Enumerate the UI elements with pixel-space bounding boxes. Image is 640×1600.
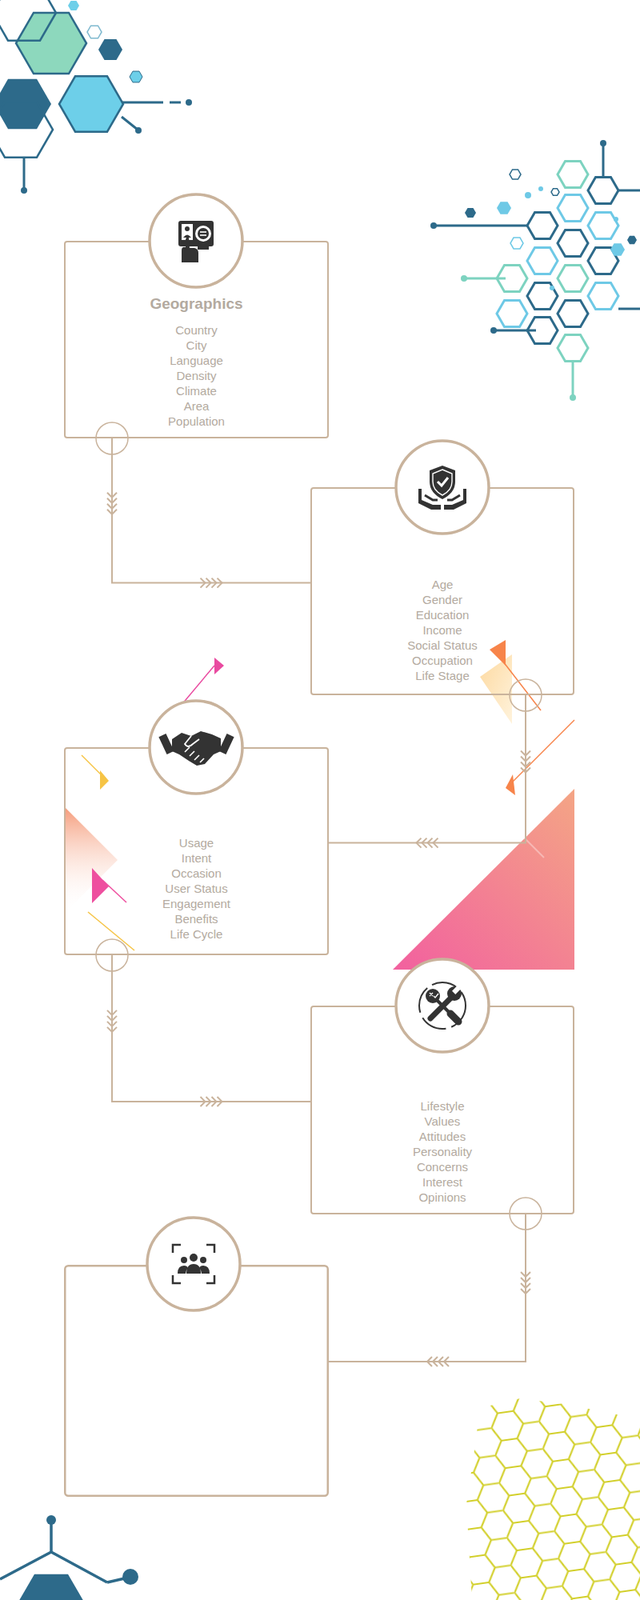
chevron bbox=[107, 492, 117, 498]
segment-icon bbox=[147, 698, 245, 796]
segment-item: User Status bbox=[65, 880, 328, 896]
segment-item: Engagement bbox=[65, 896, 328, 912]
empty-segment-box bbox=[64, 1197, 542, 1496]
chevron bbox=[520, 768, 531, 773]
segment-item: Gender bbox=[312, 592, 573, 608]
chevron bbox=[416, 838, 422, 848]
segment-item: Concerns bbox=[312, 1159, 573, 1175]
segment-item: Lifestyle bbox=[312, 1098, 573, 1114]
hexagon-cluster bbox=[0, 0, 192, 194]
segment-item: Social Status bbox=[312, 637, 573, 653]
segment-box: AgeGenderEducationIncomeSocial StatusOcc… bbox=[310, 487, 575, 696]
segment-item: Usage bbox=[65, 835, 328, 851]
segment-item: Occasion bbox=[65, 865, 328, 881]
chevron bbox=[422, 838, 428, 848]
segment-item: Area bbox=[65, 398, 328, 414]
connector bbox=[328, 679, 542, 848]
chevron bbox=[107, 1021, 117, 1027]
chevron bbox=[206, 1096, 212, 1107]
chevron bbox=[428, 838, 433, 848]
chevron bbox=[212, 578, 217, 588]
connector-port bbox=[96, 422, 128, 455]
chevron bbox=[107, 1010, 117, 1016]
chevron bbox=[200, 578, 206, 588]
chevron bbox=[212, 1096, 217, 1107]
segment-item: Interest bbox=[312, 1174, 573, 1190]
chevron bbox=[433, 838, 439, 848]
segment-item: Density bbox=[65, 368, 328, 384]
connector-port bbox=[509, 679, 542, 712]
connector bbox=[96, 422, 311, 588]
segment-item: Attitudes bbox=[312, 1128, 573, 1144]
chevron bbox=[107, 1016, 117, 1021]
segment-item: Language bbox=[65, 352, 328, 368]
connector-line bbox=[112, 438, 311, 584]
connector-line bbox=[328, 695, 526, 844]
chevron bbox=[520, 756, 531, 762]
segment-box: GeographicsCountryCityLanguageDensityCli… bbox=[64, 240, 329, 439]
connector-port bbox=[96, 939, 128, 972]
segment-item: Income bbox=[312, 622, 573, 638]
segment-item: Occupation bbox=[312, 652, 573, 668]
segment-item: Intent bbox=[65, 850, 328, 866]
honeycomb bbox=[466, 1398, 640, 1600]
segment-item: Country bbox=[65, 322, 328, 338]
segment-item: Values bbox=[312, 1113, 573, 1129]
segment-box: UsageIntentOccasionUser StatusEngagement… bbox=[64, 747, 329, 956]
segment-icon bbox=[147, 192, 245, 290]
segment-item: Benefits bbox=[65, 911, 328, 927]
chevron bbox=[206, 578, 212, 588]
segment-icon bbox=[393, 956, 492, 1055]
segment-item: Education bbox=[312, 607, 573, 623]
chevron bbox=[520, 751, 531, 756]
segment-item: Life Cycle bbox=[65, 926, 328, 942]
chevron bbox=[107, 504, 117, 509]
connector bbox=[96, 939, 311, 1107]
molecule bbox=[0, 1515, 139, 1600]
chevron bbox=[217, 578, 223, 588]
chevron bbox=[520, 762, 531, 768]
segment-item: Age bbox=[312, 576, 573, 592]
segment-icon bbox=[393, 438, 492, 536]
segment-heading: Geographics bbox=[65, 295, 328, 313]
segment-box: LifestyleValuesAttitudesPersonalityConce… bbox=[310, 1005, 575, 1215]
chevron bbox=[107, 509, 117, 515]
segment-item: Life Stage bbox=[312, 668, 573, 684]
chevron bbox=[217, 1096, 223, 1107]
segment-item: Personality bbox=[312, 1144, 573, 1160]
chevron bbox=[200, 1096, 206, 1107]
segment-item: Opinions bbox=[312, 1189, 573, 1205]
chevron bbox=[107, 1027, 117, 1032]
segment-item: City bbox=[65, 337, 328, 353]
hexagon-cluster bbox=[430, 140, 640, 401]
chevron bbox=[107, 498, 117, 504]
segment-item: Climate bbox=[65, 383, 328, 399]
connector-line bbox=[112, 955, 311, 1102]
segment-item: Population bbox=[65, 413, 328, 429]
accent-shapes bbox=[64, 640, 575, 970]
